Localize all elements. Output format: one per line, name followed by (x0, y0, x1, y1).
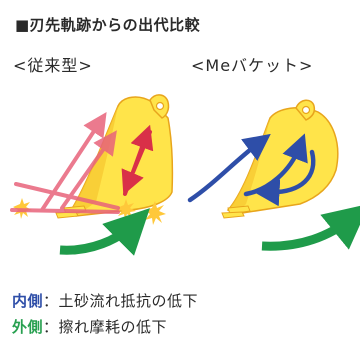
scoop-arrow-right (261, 203, 360, 251)
soil-flow-blue-arrows (187, 133, 316, 207)
legend-outer-sep: ： (43, 318, 59, 336)
soil-flow-red-arrows (121, 124, 154, 196)
legend-inner-text: 土砂流れ抵抗の低下 (58, 292, 199, 310)
me-bucket-label: <Meバケット> (191, 56, 314, 75)
legend-inner-sep: ： (43, 292, 59, 310)
conventional-label: <従来型> (13, 56, 93, 75)
comparison-diagram (10, 94, 360, 256)
legend-outer: 外側：擦れ摩耗の低下 (12, 316, 167, 337)
scoop-arrow-left (59, 208, 150, 256)
legend-inner-key: 内側 (12, 292, 44, 310)
soil-flow-pink-arrows (10, 111, 120, 214)
legend-outer-key: 外側 (12, 318, 44, 336)
impact-burst-1 (144, 201, 166, 225)
legend-inner: 内側：土砂流れ抵抗の低下 (12, 290, 198, 311)
figure-title: ■刃先軌跡からの出代比較 (15, 16, 201, 34)
legend-outer-text: 擦れ摩耗の低下 (58, 318, 168, 336)
